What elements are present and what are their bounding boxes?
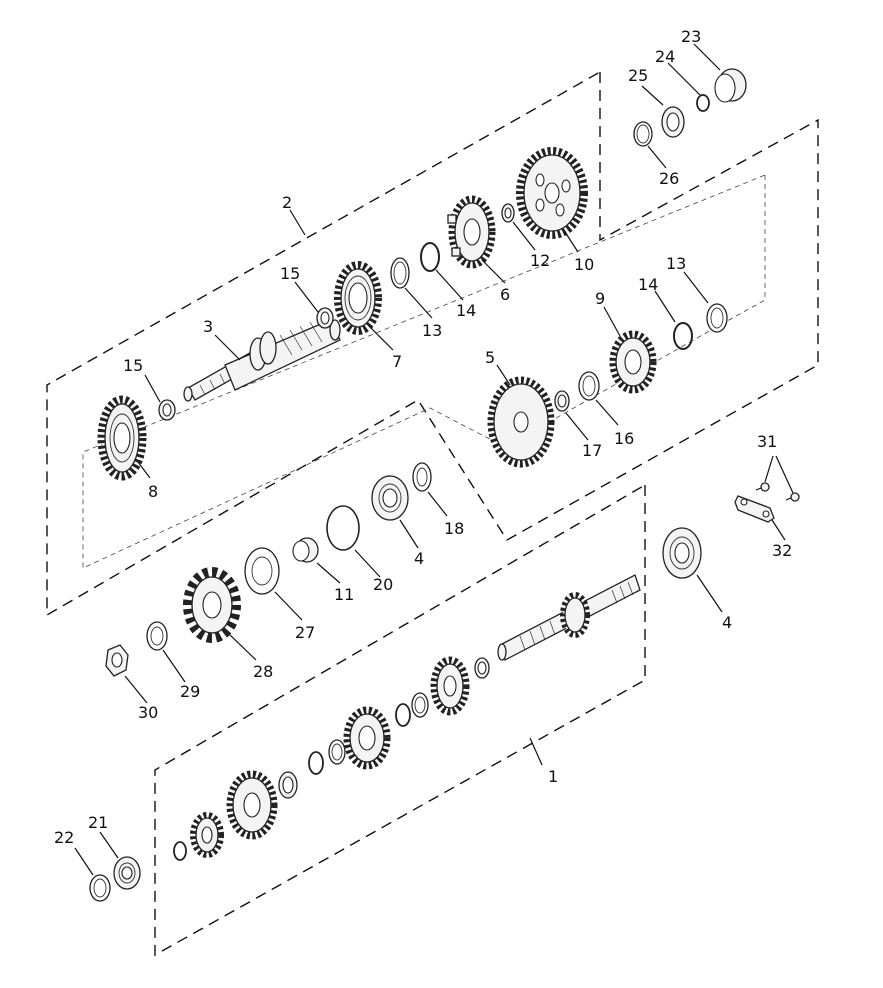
needle-bearing-12 <box>501 203 515 223</box>
callout-7: 7 <box>392 352 402 371</box>
needle-bearing-lower <box>278 771 298 799</box>
gear-5 <box>487 376 555 468</box>
callout-26: 26 <box>659 169 679 188</box>
bearing-21 <box>113 856 141 890</box>
needle-bearing-25 <box>661 106 685 138</box>
callout-15-upper: 15 <box>280 264 300 283</box>
washer-lower-b <box>328 739 346 765</box>
gear-8 <box>97 395 147 481</box>
circlip-14-right <box>673 322 693 350</box>
circlip-lower-c <box>173 841 187 861</box>
bearing-4-lower <box>662 527 702 579</box>
callout-2: 2 <box>282 193 292 212</box>
washer-18 <box>412 462 432 492</box>
circlip-lower-a <box>395 703 411 727</box>
callout-20: 20 <box>373 575 393 594</box>
needle-bearing-15-left <box>158 399 176 421</box>
callout-6: 6 <box>500 285 510 304</box>
circlip-20 <box>326 505 360 551</box>
callout-28: 28 <box>253 662 273 681</box>
gear-lower-a <box>430 656 470 716</box>
needle-bearing-15-upper <box>316 307 334 329</box>
callout-4-upper: 4 <box>414 549 424 568</box>
bolt-31-a <box>755 482 770 492</box>
callout-29: 29 <box>180 682 200 701</box>
callout-8: 8 <box>148 482 158 501</box>
callout-32: 32 <box>772 541 792 560</box>
assembly-1-boundary <box>154 484 646 957</box>
callout-3: 3 <box>203 317 213 336</box>
gear-lower-b <box>343 706 391 770</box>
gear-lower-c <box>226 770 278 840</box>
callout-31: 31 <box>757 432 777 451</box>
callout-13-right: 13 <box>666 254 686 273</box>
assembly-2-boundary <box>46 71 819 617</box>
washer-lower-a <box>411 692 429 718</box>
callout-23: 23 <box>681 27 701 46</box>
callout-15-left: 15 <box>123 356 143 375</box>
callout-4-lower: 4 <box>722 613 732 632</box>
callout-22: 22 <box>54 828 74 847</box>
washer-26 <box>633 121 653 147</box>
bush-23 <box>714 68 747 103</box>
washer-13-right <box>706 303 728 333</box>
gear-6 <box>447 195 496 269</box>
washer-22 <box>89 874 111 902</box>
callout-9: 9 <box>595 289 605 308</box>
callout-27: 27 <box>295 623 315 642</box>
callout-11: 11 <box>334 585 354 604</box>
gear-lower-d <box>190 812 224 858</box>
callout-25: 25 <box>628 66 648 85</box>
callout-12: 12 <box>530 251 550 270</box>
shaft-1 <box>497 574 641 661</box>
gear-10 <box>516 147 588 239</box>
callout-14-right: 14 <box>638 275 658 294</box>
plate-32 <box>734 495 775 523</box>
sprocket-28 <box>183 567 241 643</box>
leader-lines <box>74 43 794 876</box>
callout-13-upper: 13 <box>422 321 442 340</box>
callout-16: 16 <box>614 429 634 448</box>
callout-labels: 1 2 3 4 4 5 6 7 8 9 10 11 12 13 13 14 14… <box>54 27 792 847</box>
spacer-11 <box>292 537 319 563</box>
washer-29 <box>146 621 168 651</box>
callout-24: 24 <box>655 47 675 66</box>
callout-14-upper: 14 <box>456 301 476 320</box>
washer-13-upper <box>390 257 410 289</box>
nut-30 <box>105 644 129 677</box>
needle-bearing-17 <box>554 390 570 412</box>
callout-30: 30 <box>138 703 158 722</box>
bush-lower-a <box>474 657 490 679</box>
callout-21: 21 <box>88 813 108 832</box>
callout-1: 1 <box>548 767 558 786</box>
bearing-4-upper <box>371 475 409 521</box>
washer-16 <box>578 371 600 401</box>
circlip-lower-b <box>308 751 324 775</box>
gear-9 <box>609 330 657 394</box>
callout-18: 18 <box>444 519 464 538</box>
bolt-31-b <box>785 492 800 502</box>
callout-17: 17 <box>582 441 602 460</box>
callout-5: 5 <box>485 348 495 367</box>
circlip-24 <box>696 94 710 112</box>
circlip-14-upper <box>420 242 440 272</box>
shaft-3 <box>183 319 341 402</box>
gear-7 <box>334 261 382 335</box>
callout-10: 10 <box>574 255 594 274</box>
washer-27 <box>244 547 280 595</box>
